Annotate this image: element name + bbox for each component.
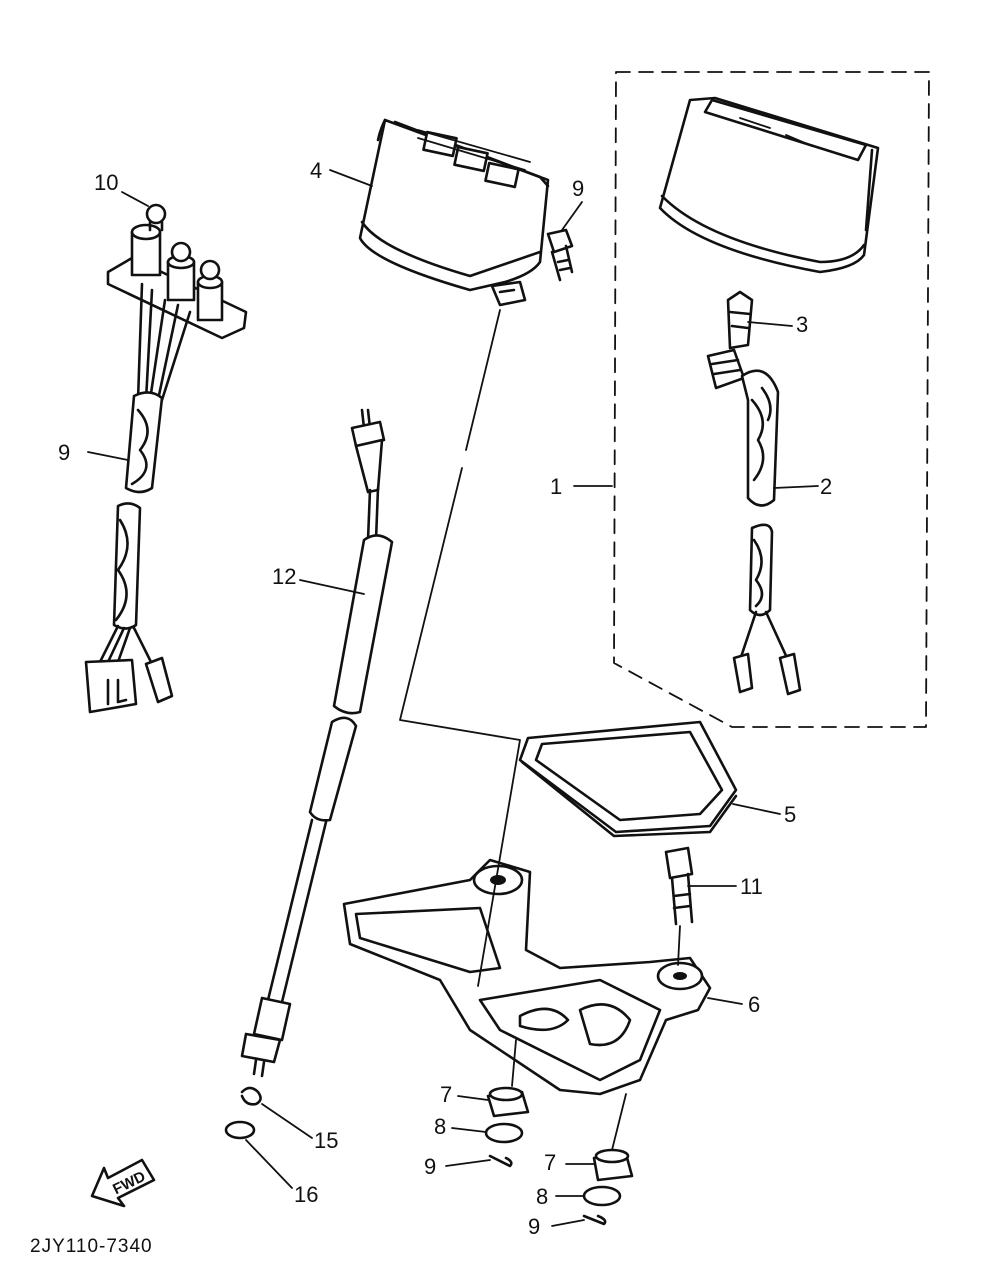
callout-10: 9 <box>572 176 584 201</box>
callout-8-lower: 8 <box>536 1184 548 1209</box>
part-7-grommet-a <box>486 1086 530 1118</box>
part-9-clip-b <box>582 1214 607 1226</box>
callout-8-upper: 8 <box>434 1114 446 1139</box>
callout-16: 16 <box>294 1182 318 1207</box>
callout-12: 10 <box>94 170 118 195</box>
part-10-screw <box>546 228 574 282</box>
callout-15: 15 <box>314 1128 338 1153</box>
callout-4: 4 <box>310 158 322 183</box>
part-5-gasket <box>518 720 738 838</box>
callout-3: 3 <box>796 312 808 337</box>
part-13-bolt <box>664 846 694 926</box>
part-11-indicator-panel <box>84 223 248 714</box>
callout-5: 5 <box>784 802 796 827</box>
part-6-bracket <box>342 858 712 1096</box>
part-15-clip <box>240 1086 262 1106</box>
callout-9-lower: 9 <box>528 1214 540 1239</box>
callout-7-lower: 7 <box>544 1150 556 1175</box>
callout-2: 2 <box>820 474 832 499</box>
callout-14: 12 <box>272 564 296 589</box>
callout-11: 9 <box>58 440 70 465</box>
callout-7-upper: 7 <box>440 1082 452 1107</box>
assembly-1-dashed-boundary <box>613 71 930 728</box>
part-3-bulb <box>726 290 754 350</box>
diagram-code: 2JY110-7340 <box>30 1236 153 1257</box>
part-8-collar-a <box>484 1122 524 1144</box>
part-16-washer <box>224 1120 256 1140</box>
part-1-tachometer <box>658 96 880 274</box>
part-7-grommet-b <box>592 1148 634 1182</box>
forward-direction-arrow: FWD <box>90 1158 156 1208</box>
part-8-collar-b <box>582 1185 622 1207</box>
callout-1: 1 <box>550 474 562 499</box>
callout-9-upper: 9 <box>424 1154 436 1179</box>
part-4-meter-housing <box>358 118 550 307</box>
callout-13: 11 <box>740 874 763 899</box>
part-2-socket-lead <box>706 348 802 696</box>
callout-6: 6 <box>748 992 760 1017</box>
part-12-bulb <box>145 203 167 232</box>
leader-lines <box>87 169 819 1227</box>
part-14-speedometer-cable <box>240 408 394 1078</box>
part-9-clip-a <box>488 1154 513 1168</box>
assembly-reference-lines <box>399 309 681 1151</box>
